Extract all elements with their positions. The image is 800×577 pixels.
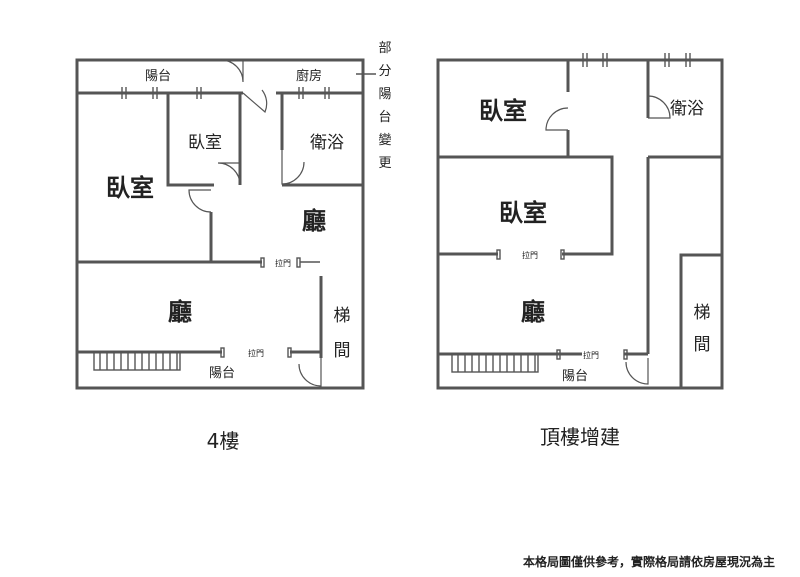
balcony-top-label: 陽台 xyxy=(145,69,171,84)
bathroom-label: 衛浴 xyxy=(310,133,344,153)
roof-stairwell xyxy=(679,253,724,390)
large-bedroom-label: 臥室 xyxy=(106,174,154,202)
balcony-railing-bottom xyxy=(93,351,181,371)
floor-4-doors xyxy=(188,59,322,387)
side-note: 部 分 陽 台 變 更 xyxy=(356,41,392,171)
kitchen-label: 廚房 xyxy=(296,68,322,84)
stairs-label-1: 梯 xyxy=(334,306,351,326)
roof-sliding-door-label-1: 拉門 xyxy=(522,250,538,260)
side-note-char-2: 分 xyxy=(378,64,391,79)
rooftop-plan: 臥室 衛浴 臥室 廳 梯 間 拉門 拉門 陽台 頂樓增建 xyxy=(436,53,724,449)
sliding-door-label-1: 拉門 xyxy=(275,258,291,268)
roof-mid-bedroom-label: 臥室 xyxy=(499,199,547,227)
floor-4-outer-wall xyxy=(75,58,365,390)
roof-balcony-label: 陽台 xyxy=(562,369,588,384)
roof-window-marks xyxy=(582,53,691,67)
side-note-char-5: 變 xyxy=(378,132,391,148)
sliding-door-markers xyxy=(220,257,301,358)
main-hall-label: 廳 xyxy=(168,298,192,326)
disclaimer-text: 本格局圖僅供參考，實際格局請依房屋現況為主 xyxy=(523,554,775,569)
floor-4-plan: 陽台 廚房 臥室 衛浴 臥室 廳 廳 梯 間 拉門 拉門 陽台 4樓 xyxy=(75,58,365,453)
side-note-char-1: 部 xyxy=(378,41,391,56)
roof-stairs-label-2: 間 xyxy=(694,335,711,355)
side-note-char-3: 陽 xyxy=(378,87,391,102)
roof-sliding-door-label-2: 拉門 xyxy=(583,350,599,360)
mid-bedroom-wall xyxy=(438,155,614,256)
roof-stairs-label-1: 梯 xyxy=(694,303,711,323)
floor-4-title: 4樓 xyxy=(207,429,240,453)
rooftop-title: 頂樓增建 xyxy=(540,425,620,449)
sliding-door-label-2: 拉門 xyxy=(248,348,264,358)
roof-top-bedroom-label: 臥室 xyxy=(479,97,527,125)
top-bedroom-wall xyxy=(438,130,570,159)
rooftop-doors xyxy=(545,95,671,385)
roof-hall-label: 廳 xyxy=(521,298,545,326)
balcony-bottom-label: 陽台 xyxy=(209,366,235,381)
railing-marks xyxy=(121,87,330,99)
roof-balcony-railing xyxy=(451,353,539,373)
rooftop-outer-wall xyxy=(436,58,724,390)
hall-right-label: 廳 xyxy=(302,207,326,235)
small-bedroom-wall xyxy=(166,93,214,187)
small-bedroom-label: 臥室 xyxy=(188,133,222,153)
side-note-char-6: 更 xyxy=(378,156,391,171)
side-note-char-4: 台 xyxy=(378,110,391,125)
roof-bathroom-label: 衛浴 xyxy=(670,99,704,119)
stairs-label-2: 間 xyxy=(334,341,351,361)
roof-sliding-door-markers xyxy=(496,249,628,360)
